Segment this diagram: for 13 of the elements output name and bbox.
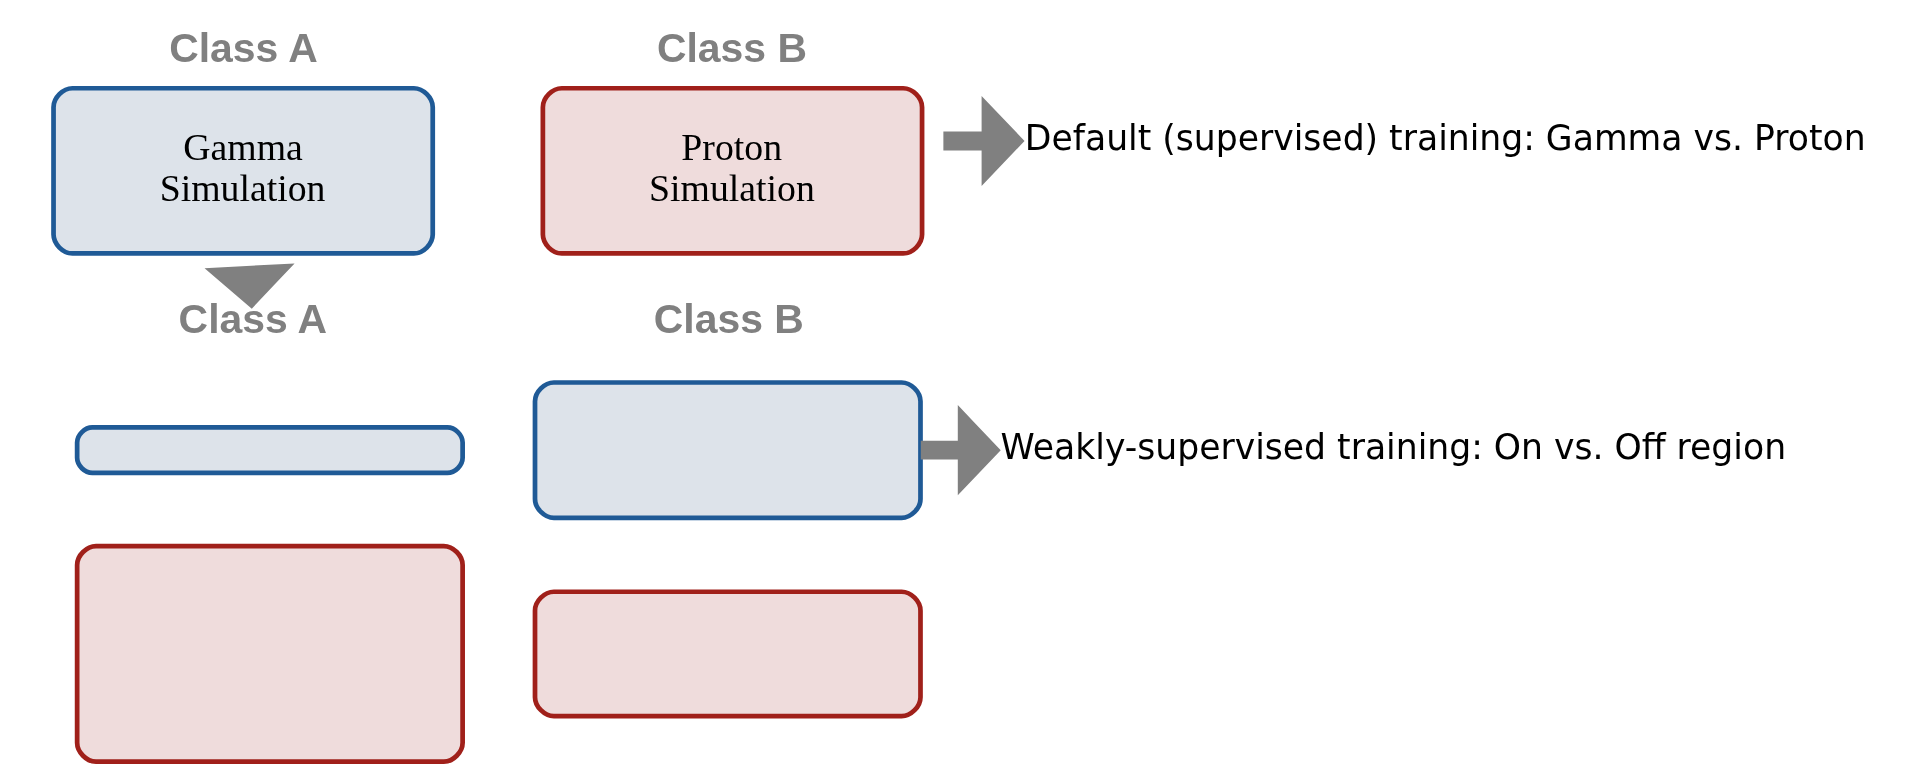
node-box (74, 543, 465, 765)
arrow (942, 95, 1025, 187)
node-text: Weakly-supervised training: On vs. Off region (1000, 426, 1786, 467)
arrow (204, 263, 295, 309)
node-box (532, 589, 923, 719)
node-label: Class B (656, 24, 807, 71)
node-text: Class B (653, 296, 804, 343)
node-text: Default (supervised) training: Gamma vs. Proton (1024, 117, 1866, 158)
node-box (532, 380, 923, 521)
node-text: Class A (178, 296, 327, 343)
node-label: Class A (168, 24, 318, 71)
node-box (74, 424, 465, 476)
arrow (920, 405, 1001, 496)
